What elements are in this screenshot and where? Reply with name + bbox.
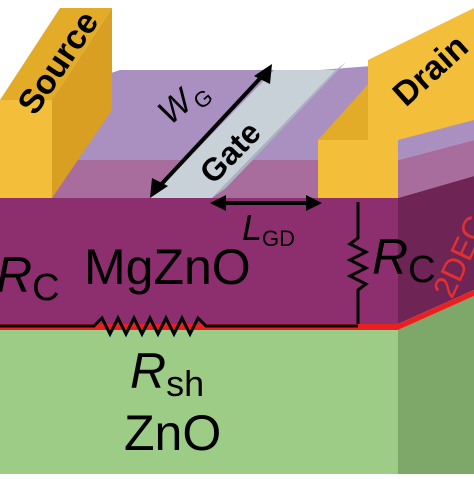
zno-substrate-front [0,330,398,474]
gate-electrode [150,70,336,198]
mgzno-label: MgZnO [84,239,251,295]
wg-arrow [154,70,268,192]
drain-contact-front [318,140,398,198]
rsh-label: Rsh [130,343,204,404]
source-contact-side [52,8,112,198]
lgd-label-sub: GD [262,226,295,251]
zno-label: ZnO [124,405,221,461]
lgd-arrowhead-left [210,195,226,211]
rsh-resistor [0,314,358,338]
rsh-label-sub: sh [166,363,204,404]
rc-left-label: RC [0,247,60,309]
wg-arrowhead-bottom [150,178,168,198]
channel-2deg-side [398,290,474,330]
rsh-label-main: R [130,343,166,399]
zno-substrate-side [398,296,474,474]
drain-contact-back [368,8,474,140]
channel-2deg-line [0,324,398,330]
source-contact-top [0,8,112,100]
mgzno-barrier-side [398,176,474,324]
lgd-label: LGD [242,207,295,251]
wg-arrowhead-top [254,64,272,84]
mgzno-barrier-front [0,198,398,326]
rc-left-sub: C [32,267,59,309]
rc-right-main: R [372,229,408,285]
rc-right-sub: C [408,249,435,291]
source-contact-front [0,100,52,198]
lgd-arrowhead-right [306,195,322,211]
rc-left-main: R [0,247,32,303]
rc-resistor [346,202,370,324]
gate-electrode-side [212,62,346,198]
rc-right-label: RC [372,229,436,291]
lgd-label-main: L [242,207,262,248]
